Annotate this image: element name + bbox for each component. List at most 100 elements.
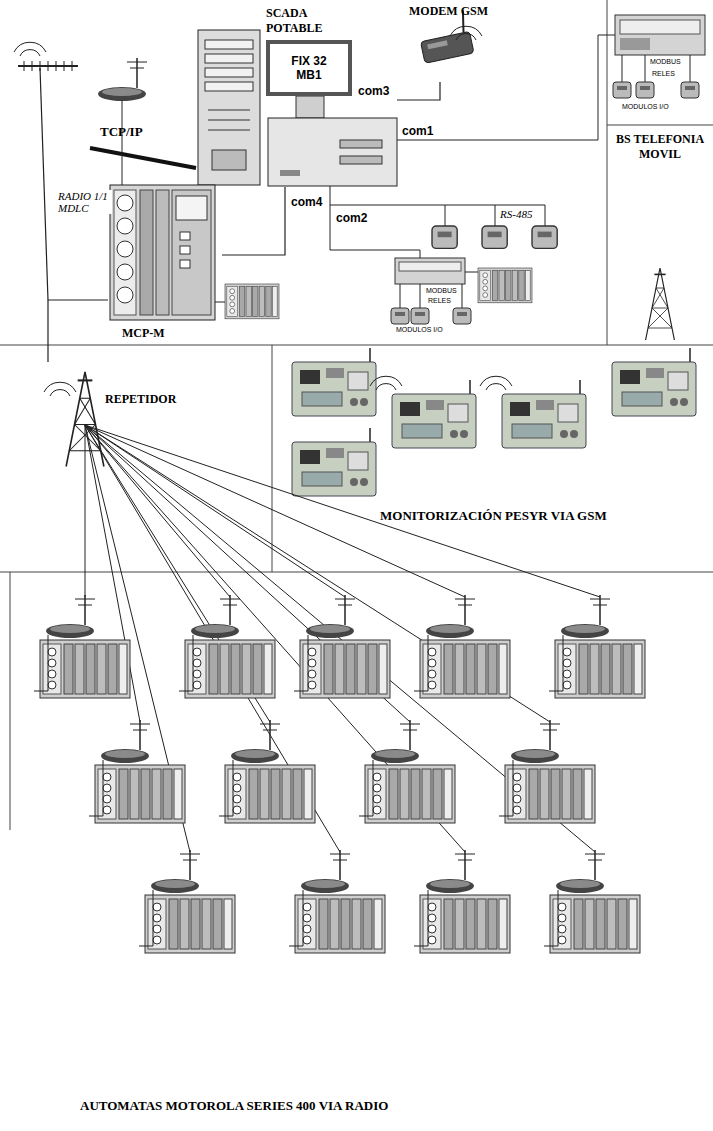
pc-base [280, 170, 300, 176]
modbus-rack [420, 284, 421, 308]
connector-label: RADIO 1/1 MDLC [56, 190, 112, 214]
mcp-m-rack [156, 190, 169, 315]
rtu-grid [359, 720, 455, 823]
modbus-rack [391, 308, 409, 324]
radio-link-lines [85, 425, 550, 722]
region-lines [607, 125, 713, 126]
modbus-rack [399, 262, 461, 271]
module-label: MODBUS [650, 58, 681, 65]
pesyr-boards [292, 348, 376, 416]
region-lines [607, 0, 608, 345]
mcp-m-rack [117, 264, 133, 280]
node-label: REPETIDOR [105, 392, 194, 407]
pc-base [268, 96, 397, 186]
server-tower [198, 30, 260, 185]
mcp-m-rack [180, 232, 190, 240]
modbus-rack [395, 258, 465, 284]
bs-tower [646, 268, 675, 340]
plc-small [215, 302, 225, 303]
modbus-rack [453, 308, 471, 324]
rs485-modules [432, 226, 557, 248]
server-tower [212, 150, 246, 170]
mcp-m-rack [117, 218, 133, 234]
mcp-m-rack [180, 246, 190, 254]
gsm-modem: MODEM GSM [405, 2, 493, 82]
monitor-screen: FIX 32 MB1 [266, 40, 352, 96]
server-tower [205, 82, 253, 91]
com1-line [397, 35, 615, 140]
port-label: com1 [402, 124, 433, 138]
modbus-rack [690, 55, 691, 82]
modbus-rack [391, 258, 532, 324]
module-label: MODBUS [426, 287, 457, 294]
mcp-m-rack [110, 185, 215, 320]
modbus-rack [462, 284, 463, 308]
server-tower [198, 30, 260, 185]
mcp-m-rack [180, 260, 190, 268]
yagi-antenna [32, 61, 33, 71]
rs485-modules [432, 226, 457, 248]
region-lines [10, 572, 11, 830]
modbus-rack [613, 82, 631, 98]
pesyr-boards [392, 380, 476, 448]
rtu-grid [289, 850, 385, 953]
modbus-rack [613, 15, 705, 98]
pesyr-boards [292, 428, 376, 496]
node-label: AUTOMATAS MOTOROLA SERIES 400 VIA RADIO [80, 1098, 713, 1114]
rtu-grid [34, 595, 645, 953]
mcp-m-unit: MCP-M [108, 183, 222, 343]
protocol-label: TCP/IP [100, 124, 143, 140]
modbus-rack [615, 15, 705, 55]
server-tower [208, 110, 250, 111]
mcp-m-rack [110, 185, 215, 320]
rtu-grid [549, 595, 645, 698]
com2-bus [330, 186, 545, 258]
rtu-grid [179, 595, 275, 698]
mcp-m-rack [176, 196, 207, 220]
rtu-grid [89, 720, 185, 823]
module-label: RELES [428, 297, 451, 304]
connector-line [48, 300, 108, 362]
com2-bus [330, 186, 545, 205]
tcp-ip-line [90, 148, 196, 168]
radio-unit [98, 58, 147, 185]
connector-line [222, 187, 285, 255]
radio-link-lines [85, 425, 595, 852]
yagi-antenna [64, 61, 65, 71]
connector-label: com4 [289, 195, 324, 209]
rtu-grid [544, 850, 640, 953]
mcp-m-rack [117, 241, 133, 257]
server-tower [208, 130, 250, 131]
modbus-rack [411, 308, 429, 324]
yagi-antenna [48, 61, 49, 71]
server-tower [205, 68, 253, 77]
modbus-rack [620, 20, 700, 34]
region-lines [0, 345, 713, 346]
rtu-grid [34, 595, 130, 698]
region-lines [272, 345, 273, 572]
mcp-m-rack [140, 190, 153, 315]
region-lines [0, 0, 713, 830]
yagi-antenna [72, 61, 73, 71]
plc-small [215, 284, 279, 319]
base-station-box: BS TELEFONIA MOVIL [607, 126, 713, 345]
radio-link-lines [85, 425, 190, 852]
yagi-antenna [56, 61, 57, 71]
node-label: BS TELEFONIA MOVIL [614, 132, 706, 162]
module-label: MODULOS I/O [622, 103, 669, 110]
com2-bus [445, 205, 446, 226]
pc-base [296, 96, 324, 118]
node-label: MONITORIZACIÓN PESYR VIA GSM [380, 508, 713, 524]
radio-link-lines [85, 425, 465, 852]
bus-label: RS-485 [500, 208, 532, 220]
repeater: REPETIDOR [40, 362, 194, 472]
rtu-grid [414, 595, 510, 698]
rtu-grid [294, 595, 390, 698]
rs485-modules [482, 226, 507, 248]
mcp-m-rack [117, 287, 133, 303]
pc-base [268, 118, 397, 186]
gsm-modem [420, 31, 473, 63]
